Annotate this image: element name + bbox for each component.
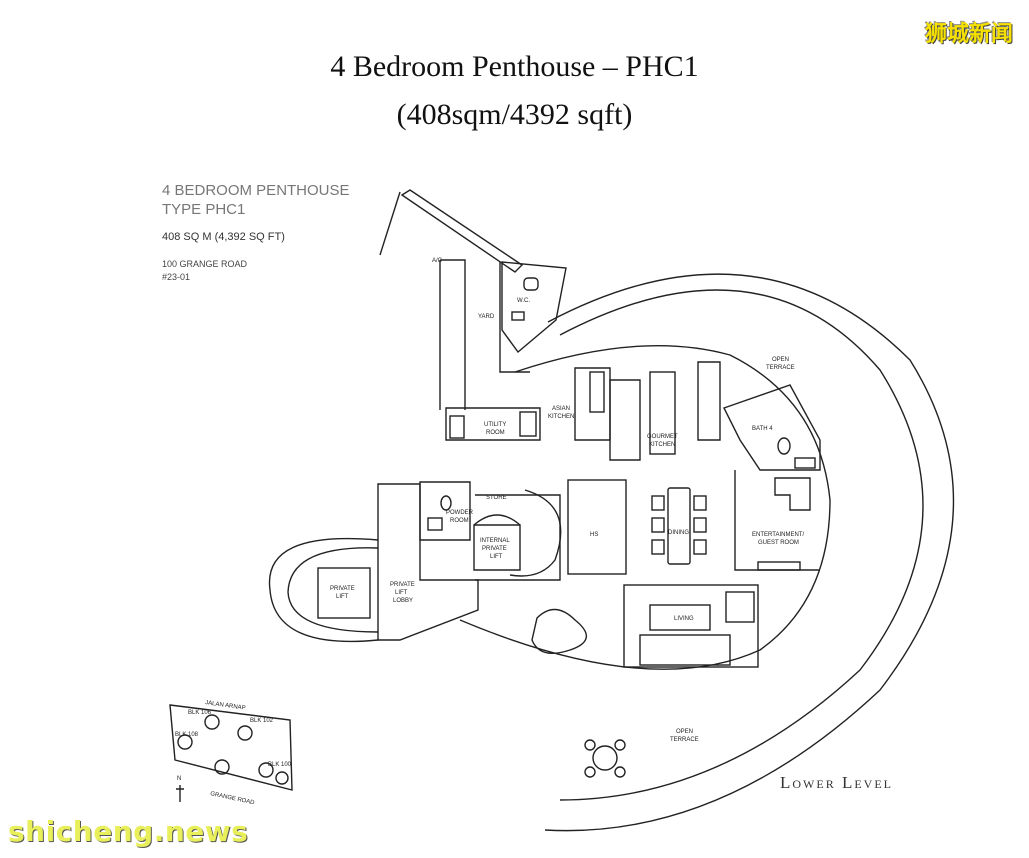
label-open-terrace-2: TERRACE [766,365,795,371]
label-wc: W.C. [517,298,530,304]
label-internal-lift-3: LIFT [490,554,503,560]
label-private-lift-2: LIFT [336,594,349,600]
living-area [623,584,759,668]
label-living: LIVING [674,616,694,622]
ac-ledge [400,189,524,273]
sofa [639,634,731,666]
site-north: N [177,776,181,782]
label-ac: A/C [432,258,443,264]
utility-sink [519,411,537,437]
private-lift-drum-inner [287,547,379,633]
bath4-room [723,384,821,471]
label-entertainment-1: ENTERTAINMENT/ [752,532,804,538]
site-road-bottom: GRANGE ROAD [210,791,256,806]
yard-walls [439,259,530,410]
label-lobby-2: LIFT [395,590,408,596]
label-utility-1: UTILITY [484,422,506,428]
site-blk100: BLK 100 [268,762,292,768]
label-private-lift-1: PRIVATE [330,586,355,592]
gourmet-counter [609,379,641,461]
label-lobby-3: LOBBY [393,598,413,604]
level-label: Lower Level [780,773,894,792]
label-utility-2: ROOM [486,430,505,436]
label-asian-kitchen-1: ASIAN [552,406,570,412]
private-lift-drum [268,537,379,643]
utility-room [445,407,541,441]
label-lobby-1: PRIVATE [390,582,415,588]
coffee-table [649,604,711,631]
label-internal-lift-2: PRIVATE [482,546,507,552]
watermark-chinese: 狮城新闻 [924,22,1013,47]
unit-type-line1: 4 BEDROOM PENTHOUSE [162,182,350,199]
page-title: 4 Bedroom Penthouse – PHC1 [330,50,699,83]
kitchen-right-wall [697,361,721,441]
hs-shaft [567,479,627,575]
inner-terrace-arc [559,289,924,801]
powder-basin [427,517,443,531]
unit-address: 100 GRANGE ROAD [162,259,248,269]
label-yard: YARD [478,314,495,320]
grand-piano [531,608,587,654]
label-asian-kitchen-2: KITCHEN [548,414,574,420]
entertainment-furniture [774,477,811,511]
site-blk102: BLK 102 [250,718,274,724]
ac-wall [379,191,401,256]
unit-area: 408 SQ M (4,392 SQ FT) [162,231,285,243]
unit-number: #23-01 [162,272,191,282]
wc-room [501,261,567,354]
lift-lobby [377,483,479,641]
wc-toilet [523,277,539,291]
internal-lift-arch [473,514,521,526]
entertainment-tv [757,561,801,571]
site-blk108: BLK 108 [175,732,199,738]
asian-kitchen-counter [589,371,605,413]
label-powder-1: POWDER [446,510,474,516]
armchair [725,591,755,623]
label-open-terrace-b2: TERRACE [670,737,699,743]
powder-toilet [440,495,452,511]
label-gourmet-kitchen-2: KITCHEN [649,442,675,448]
label-open-terrace-b1: OPEN [676,729,693,735]
label-powder-2: ROOM [450,518,469,524]
label-open-terrace-1: OPEN [772,357,789,363]
bath4-basin [794,457,816,469]
internal-lift-room [473,524,521,571]
terrace-table [592,745,618,771]
label-entertainment-2: GUEST ROOM [758,540,799,546]
unit-type-line2: TYPE PHC1 [162,201,246,218]
site-map-outline [169,704,293,791]
private-lift-car [317,567,371,619]
utility-washer [449,415,465,439]
north-arrow-icon [176,785,184,802]
watermark-site: shicheng.news [8,815,249,848]
kitchen-island [649,371,676,455]
label-internal-lift-1: INTERNAL [480,538,510,544]
wc-basin [511,311,525,321]
label-store: STORE [486,495,507,501]
label-gourmet-kitchen-1: GOURMET [647,434,678,440]
label-dining: DINING [668,530,689,536]
label-bath4: BATH 4 [752,426,773,432]
entertainment-wall [734,470,820,571]
page-subtitle-area: (408sqm/4392 sqft) [396,98,633,131]
interior-curved-wall [459,345,831,670]
label-hs: HS [590,532,598,538]
outer-terrace-arc [544,273,955,832]
site-road-top: JALAN ARNAP [205,700,246,712]
site-blk106: BLK 106 [188,710,212,716]
spiral-stair [509,489,562,577]
bath4-toilet [777,437,791,455]
dining-table [667,487,691,565]
asian-kitchen [574,367,611,441]
